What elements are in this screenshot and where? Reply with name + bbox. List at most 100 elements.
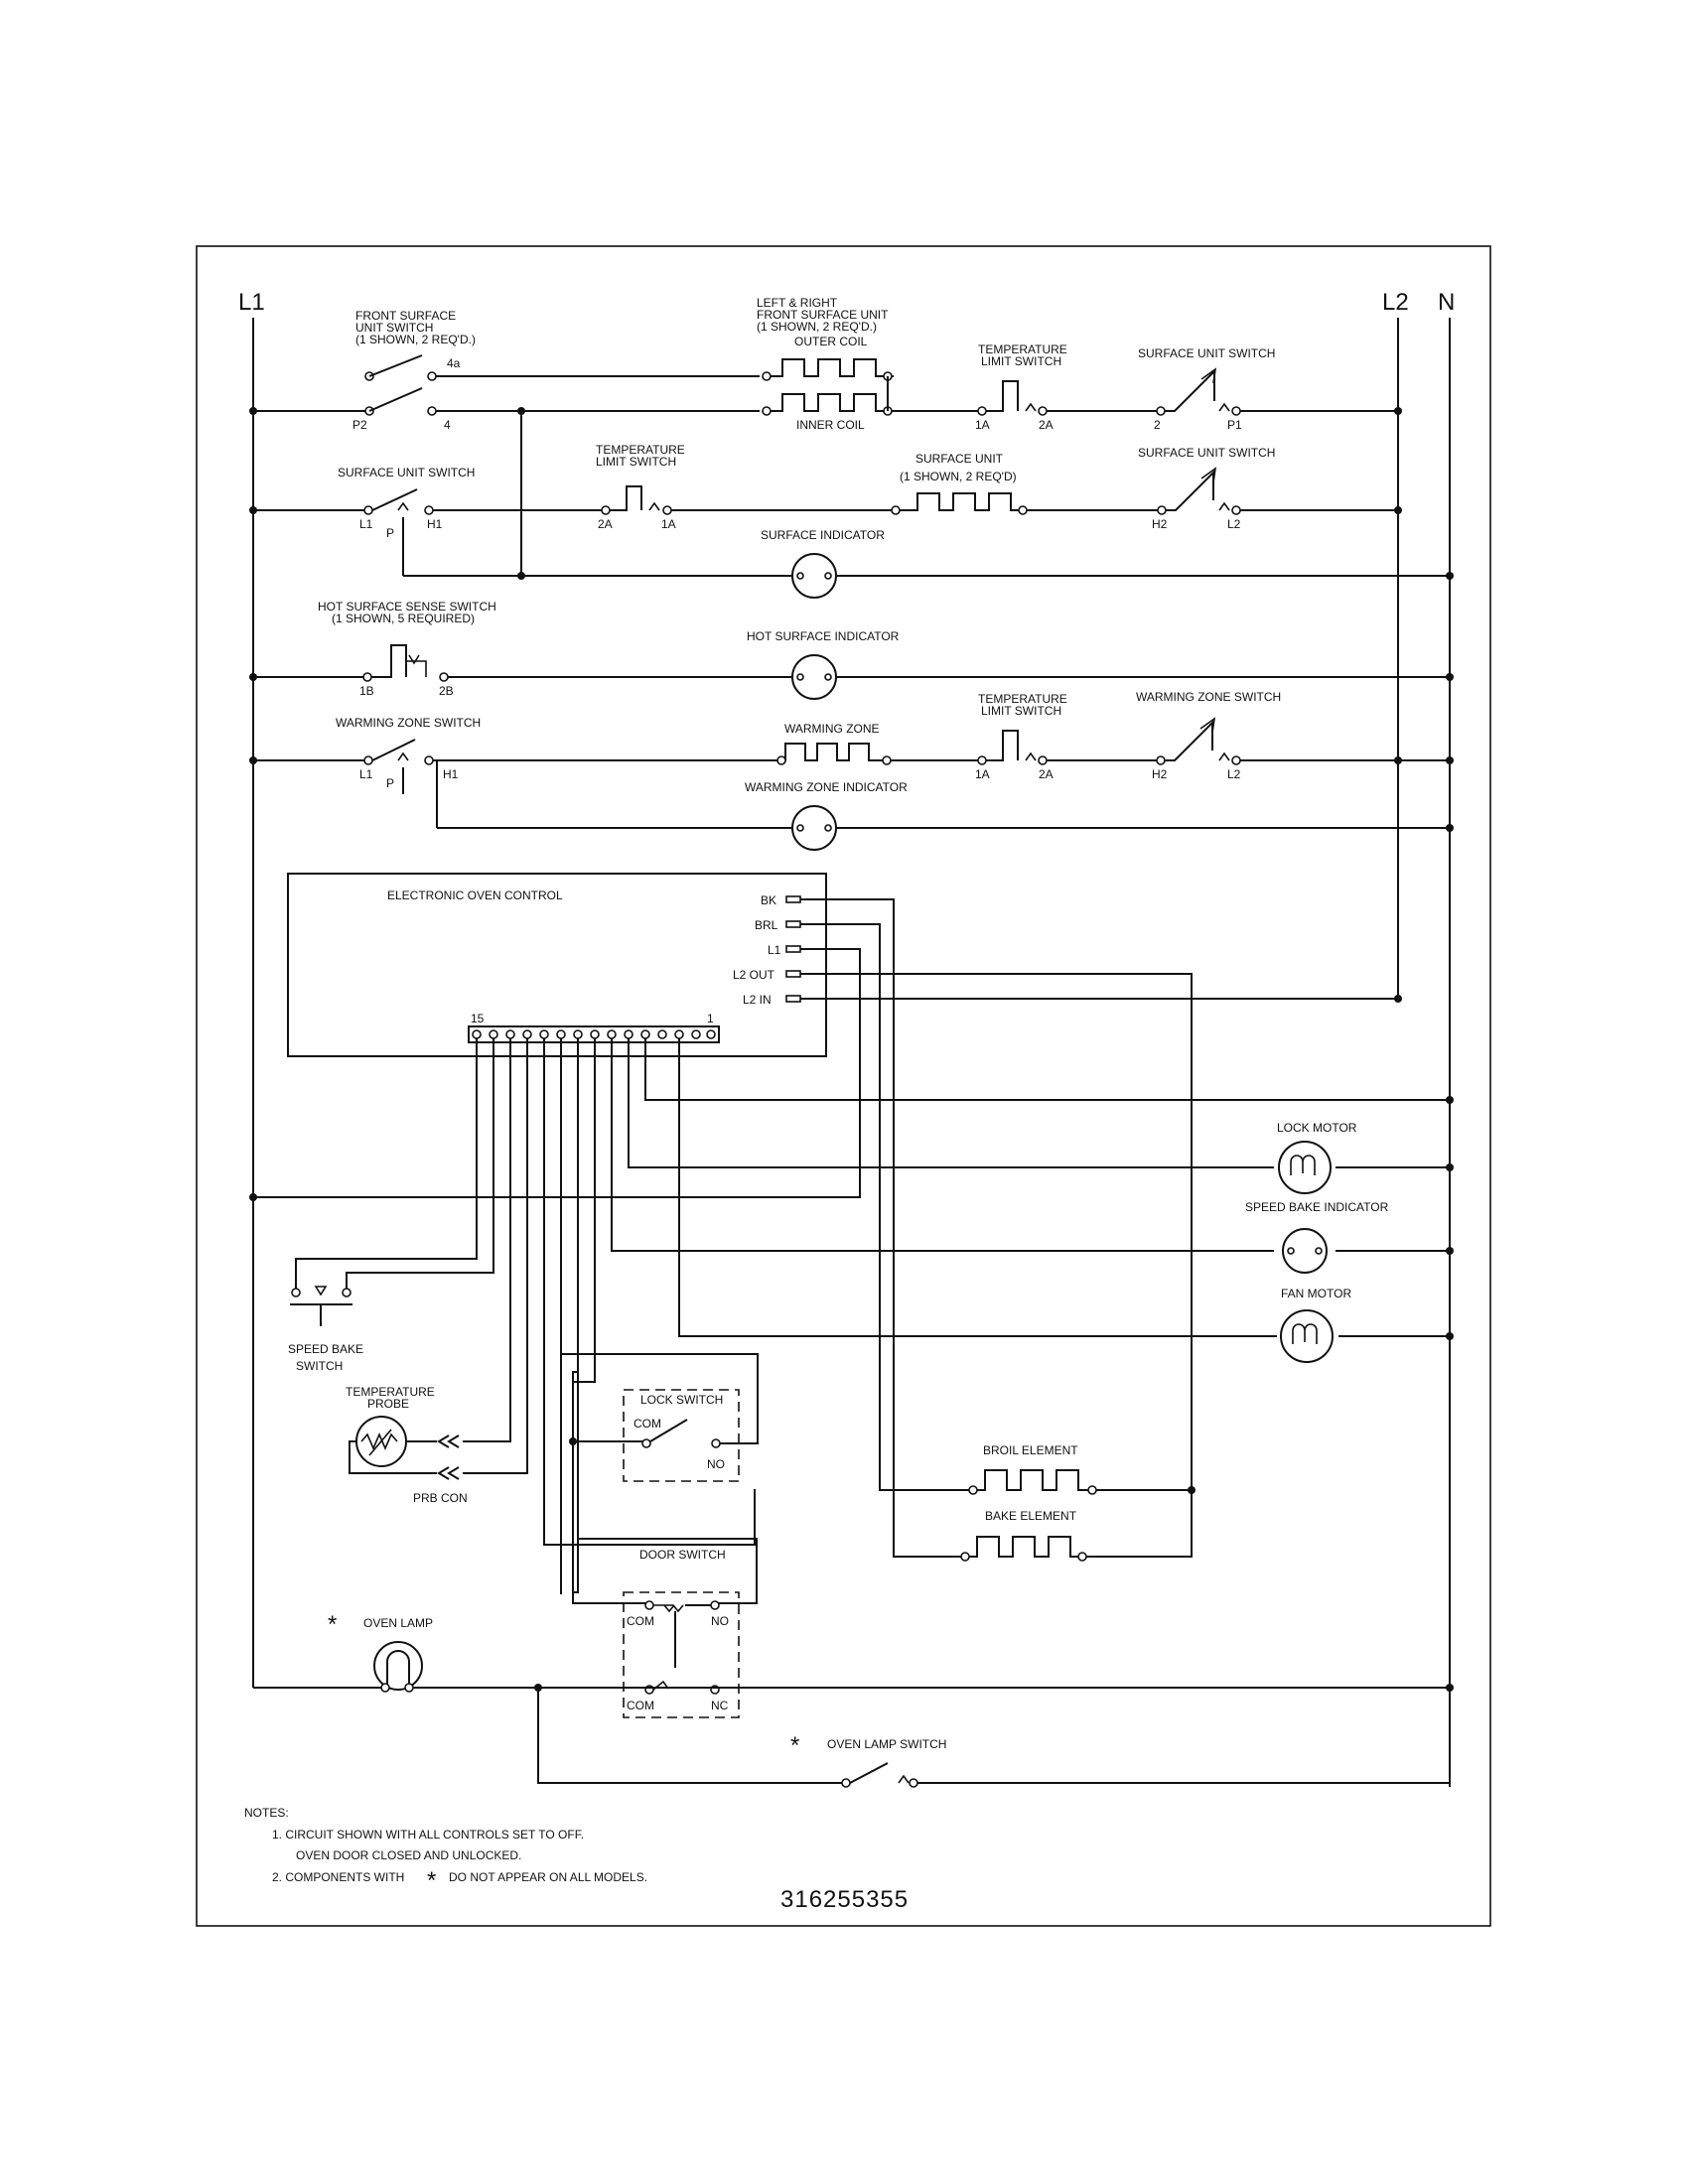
- row1-term-1a: 1A: [975, 418, 990, 432]
- term-4: 4: [444, 418, 451, 432]
- note-2-star: *: [427, 1867, 436, 1894]
- front-switch-label-1: FRONT SURFACE: [355, 309, 456, 323]
- pin-l2-in: L2 IN: [743, 993, 772, 1007]
- row1-term-2: 2: [1154, 418, 1161, 432]
- row2-unit-label-1: SURFACE UNIT: [915, 452, 1004, 466]
- front-switch-label-3: (1 SHOWN, 2 REQ'D.): [355, 333, 476, 346]
- row2-term-2a: 2A: [598, 517, 613, 531]
- warming-indicator-label: WARMING ZONE INDICATOR: [745, 780, 908, 794]
- row4-term-1a: 1A: [975, 767, 990, 781]
- oven-lamp-switch-star: *: [790, 1732, 799, 1759]
- control-title: ELECTRONIC OVEN CONTROL: [387, 888, 563, 902]
- row4-term-2a: 2A: [1039, 767, 1054, 781]
- power-rails: [252, 318, 1451, 1787]
- door-switch-com-top: COM: [627, 1614, 654, 1628]
- row3-term-1b: 1B: [359, 684, 374, 698]
- lock-switch-title: LOCK SWITCH: [640, 1393, 723, 1407]
- diagram-frame: [196, 245, 1491, 1927]
- row3-term-2b: 2B: [439, 684, 454, 698]
- row4-temp-limit-2: LIMIT SWITCH: [981, 704, 1061, 718]
- note-2b: DO NOT APPEAR ON ALL MODELS.: [449, 1870, 647, 1884]
- note-1a: 1. CIRCUIT SHOWN WITH ALL CONTROLS SET T…: [272, 1828, 584, 1842]
- row2-term-p: P: [386, 526, 394, 540]
- row1-temp-limit-1: TEMPERATURE: [978, 342, 1067, 356]
- lock-switch-no: NO: [707, 1457, 725, 1471]
- row1-unit-label-2: FRONT SURFACE UNIT: [757, 308, 889, 322]
- row1-temp-limit-2: LIMIT SWITCH: [981, 354, 1061, 368]
- row2-temp-limit-2: LIMIT SWITCH: [596, 455, 676, 469]
- row4-switch-r-label: WARMING ZONE SWITCH: [1136, 690, 1281, 704]
- row2-temp-limit-1: TEMPERATURE: [596, 443, 685, 457]
- term-p2: P2: [352, 418, 367, 432]
- row-front-surface-unit: [249, 354, 1402, 416]
- control-output-wiring: [249, 898, 1402, 1558]
- door-switch: [560, 1038, 758, 1718]
- door-switch-title: DOOR SWITCH: [639, 1548, 726, 1562]
- row1-term-p1: P1: [1227, 418, 1242, 432]
- row-hot-surface: [249, 644, 1454, 700]
- oven-lamp-star: *: [328, 1611, 337, 1638]
- inner-coil-label: INNER COIL: [796, 418, 865, 432]
- lock-motor-label: LOCK MOTOR: [1277, 1121, 1357, 1135]
- probe-label-2: PROBE: [367, 1397, 409, 1411]
- row2-term-h2: H2: [1152, 517, 1168, 531]
- row2-unit-label-2: (1 SHOWN, 2 REQ'D): [900, 470, 1017, 483]
- rail-n-label: N: [1438, 289, 1455, 316]
- front-switch-label-2: UNIT SWITCH: [355, 321, 433, 335]
- strip-term-15: 15: [471, 1012, 485, 1025]
- row4-term-l2: L2: [1227, 767, 1241, 781]
- sense-switch-label-1: HOT SURFACE SENSE SWITCH: [318, 600, 496, 614]
- row-warming-zone: [249, 717, 1454, 851]
- speed-bake-switch: [290, 1038, 494, 1326]
- pin-brl: BRL: [755, 918, 778, 932]
- temperature-probe: [349, 1038, 528, 1480]
- note-1b: OVEN DOOR CLOSED AND UNLOCKED.: [296, 1848, 521, 1862]
- rail-l2-label: L2: [1382, 289, 1409, 316]
- row4-term-l1: L1: [359, 767, 373, 781]
- row1-unit-label-3: (1 SHOWN, 2 REQ'D.): [757, 320, 877, 334]
- part-number: 316255355: [780, 1886, 909, 1913]
- row1-unit-label-1: LEFT & RIGHT: [757, 296, 838, 310]
- oven-lamp-switch-label: OVEN LAMP SWITCH: [827, 1737, 946, 1751]
- row2-switch-label: SURFACE UNIT SWITCH: [338, 466, 475, 479]
- probe-label-1: TEMPERATURE: [346, 1385, 435, 1399]
- door-switch-nc: NC: [711, 1699, 729, 1712]
- row4-term-h2: H2: [1152, 767, 1168, 781]
- pin-l2-out: L2 OUT: [733, 968, 775, 982]
- lock-switch: [543, 1038, 759, 1546]
- door-switch-com-bot: COM: [627, 1699, 654, 1712]
- pin-l1: L1: [768, 943, 781, 957]
- strip-term-1: 1: [707, 1012, 714, 1025]
- fan-motor-label: FAN MOTOR: [1281, 1287, 1351, 1300]
- row4-term-p: P: [386, 776, 394, 790]
- broil-element-label: BROIL ELEMENT: [983, 1443, 1078, 1457]
- row2-switch-r-label: SURFACE UNIT SWITCH: [1138, 446, 1275, 460]
- probe-con-label: PRB CON: [413, 1491, 468, 1505]
- note-2a: 2. COMPONENTS WITH: [272, 1870, 404, 1884]
- strip-load-wiring: [611, 1038, 1454, 1363]
- warming-zone-label: WARMING ZONE: [784, 722, 880, 736]
- door-switch-no: NO: [711, 1614, 729, 1628]
- oven-lamp-label: OVEN LAMP: [363, 1616, 433, 1630]
- row-surface-unit: [249, 411, 1454, 599]
- row2-term-l1: L1: [359, 517, 373, 531]
- row1-term-2a: 2A: [1039, 418, 1054, 432]
- row2-term-l2: L2: [1227, 517, 1241, 531]
- notes-heading: NOTES:: [244, 1806, 289, 1820]
- hot-surface-indicator-label: HOT SURFACE INDICATOR: [747, 629, 900, 643]
- sense-switch-label-2: (1 SHOWN, 5 REQUIRED): [332, 612, 475, 625]
- speed-bake-switch-label-1: SPEED BAKE: [288, 1342, 363, 1356]
- bake-element-label: BAKE ELEMENT: [985, 1509, 1077, 1523]
- row2-term-1a: 1A: [661, 517, 676, 531]
- row1-surface-switch-label: SURFACE UNIT SWITCH: [1138, 346, 1275, 360]
- row4-temp-limit-1: TEMPERATURE: [978, 692, 1067, 706]
- row4-term-h1: H1: [443, 767, 459, 781]
- row2-term-h1: H1: [427, 517, 443, 531]
- rail-l1-label: L1: [238, 289, 265, 316]
- oven-lamp-circuit: [253, 1641, 1454, 1788]
- outer-coil-label: OUTER COIL: [794, 335, 868, 348]
- pin-bk: BK: [761, 893, 776, 907]
- warming-switch-label: WARMING ZONE SWITCH: [336, 716, 481, 730]
- speed-bake-indicator-label: SPEED BAKE INDICATOR: [1245, 1200, 1389, 1214]
